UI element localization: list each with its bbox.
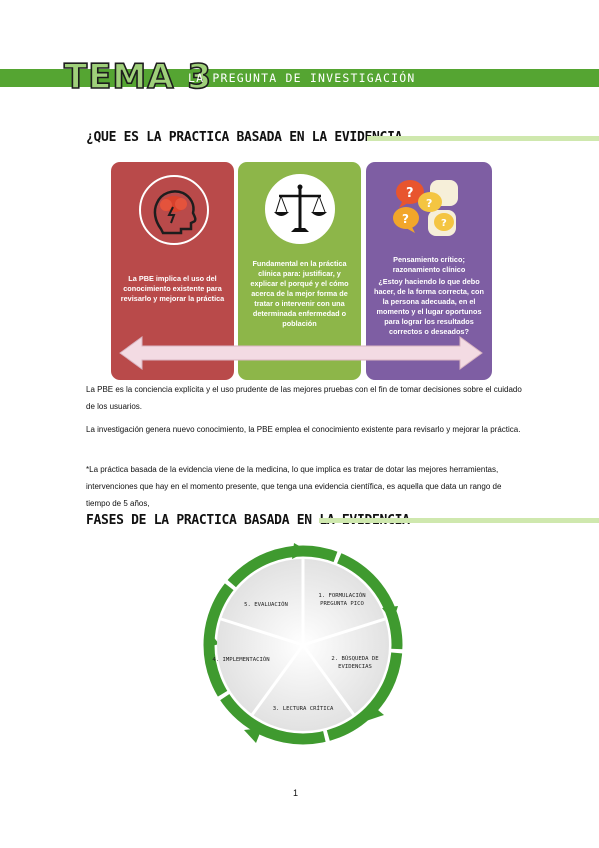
section-title-rule — [319, 518, 599, 523]
panel-title: Pensamiento crítico; razonamiento clínic… — [392, 255, 466, 274]
section-title-fases: FASES DE LA PRACTICA BASADA EN LA EVIDEN… — [86, 513, 410, 528]
svg-text:?: ? — [406, 186, 414, 201]
balance-scale-icon — [265, 174, 335, 244]
section-title-rule — [367, 136, 599, 141]
header-subtitle: LA PREGUNTA DE INVESTIGACIÓN — [188, 71, 416, 85]
phase-label: 1. FORMULACIÓN PREGUNTA PICO — [318, 593, 366, 607]
panel-pbe-uso: La PBE implica el uso del conocimiento e… — [111, 162, 234, 380]
panel-fundamental: Fundamental en la práctica clínica para:… — [238, 162, 361, 380]
panel-text: La PBE implica el uso del conocimiento e… — [120, 274, 225, 303]
paragraph-medicina: *La práctica basada de la evidencia vien… — [86, 465, 502, 508]
header-bar — [0, 69, 599, 87]
paragraph-investigacion: La investigación genera nuevo conocimien… — [86, 425, 521, 434]
phase-label: 3. LECTURA CRÍTICA — [272, 706, 334, 712]
phases-cycle-diagram — [202, 543, 404, 746]
panel-text: Fundamental en la práctica clínica para:… — [250, 259, 349, 328]
double-arrow-icon — [119, 336, 483, 370]
svg-text:?: ? — [402, 212, 409, 226]
page-number: 1 — [293, 788, 299, 798]
panel-pensamiento: ? ? ? ? Pensamiento crítico; razonamient… — [366, 162, 492, 380]
question-bubbles-icon: ? ? ? ? — [390, 174, 462, 244]
panel-text: ¿Estoy haciendo lo que debo hacer, de la… — [374, 277, 484, 336]
brain-storm-icon — [139, 175, 209, 245]
section-title-pbe: ¿QUE ES LA PRACTICA BASADA EN LA EVIDENC… — [86, 130, 403, 145]
svg-text:?: ? — [441, 218, 447, 229]
tema-title: TEMA 3 — [63, 56, 213, 98]
phase-label: 5. EVALUACIÓN — [244, 602, 288, 608]
phase-label: 4. IMPLEMENTACIÓN — [212, 657, 270, 663]
paragraph-definicion: La PBE es la conciencia explícita y el u… — [86, 385, 522, 411]
phase-label: 2. BÚSQUEDA DE EVIDENCIAS — [331, 656, 379, 670]
svg-text:?: ? — [426, 197, 432, 210]
